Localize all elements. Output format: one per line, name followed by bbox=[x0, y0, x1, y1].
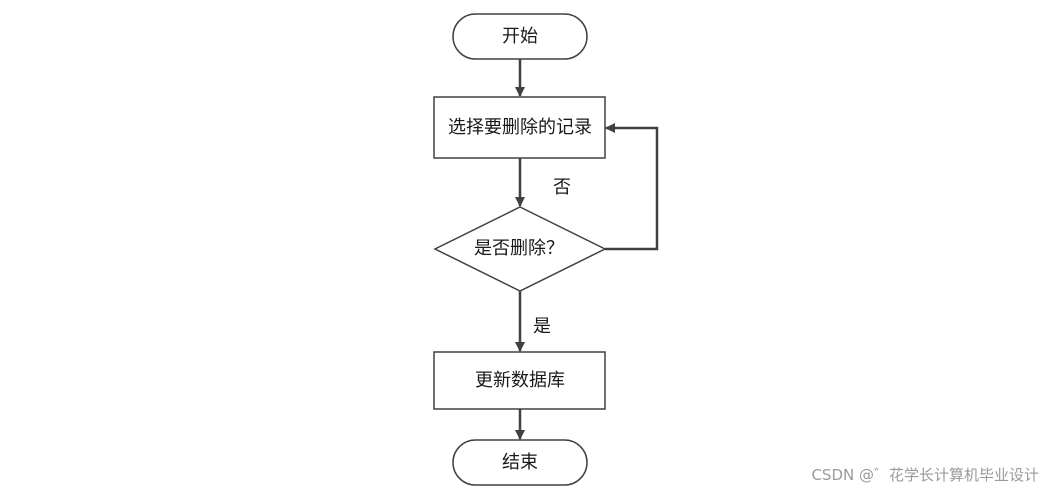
select-record-box bbox=[433, 96, 606, 159]
watermark-text: CSDN @゛花学长计算机毕业设计 bbox=[811, 466, 1039, 484]
yes-edge-label: 是 bbox=[533, 316, 551, 337]
update-database-label: 更新数据库 bbox=[475, 370, 565, 391]
start-label: 开始 bbox=[502, 26, 538, 47]
end-label: 结束 bbox=[502, 452, 538, 473]
no-edge-label: 否 bbox=[553, 177, 571, 198]
decision-label: 是否删除？ bbox=[474, 238, 564, 259]
update-database-box bbox=[433, 351, 606, 410]
arrow-no-loop-back bbox=[605, 123, 659, 251]
select-record-label: 选择要删除的记录 bbox=[448, 117, 592, 138]
end-terminator bbox=[452, 439, 588, 486]
